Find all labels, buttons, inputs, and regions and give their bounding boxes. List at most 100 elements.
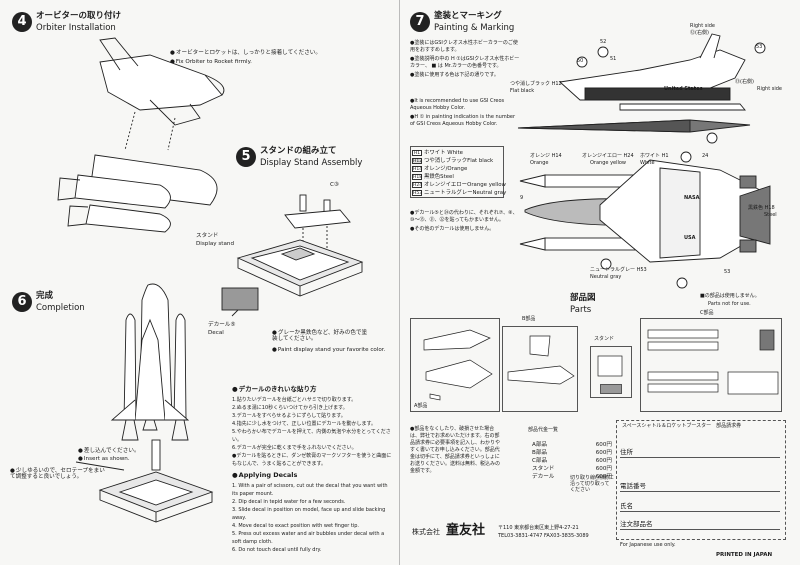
parts-decal-sheet: [600, 384, 622, 394]
callout-right-side2-jp: ⑬(右側): [735, 79, 754, 85]
left-page: 4 オービターの取り付け Orbiter Installation オービターと…: [0, 0, 400, 565]
decal-howto-steps-jp: 1.貼りたいデカールを台紙ごとハサミで切り取ります。 2.ぬるま湯に10秒くらい…: [232, 396, 392, 468]
decal-howto-title-jp: デカールのきれいな貼り方: [232, 385, 316, 393]
callout-9: 9: [520, 195, 524, 201]
decal-step-jp: 5.やわらかい布でデカールを押えて、内側の気泡や水分をとってください。: [232, 429, 391, 443]
coupon-title: スペースシャトル＆ロケットブースター 部品請求券: [622, 423, 742, 429]
decal-step-en: 4. Move decal to exact position with wet…: [232, 523, 359, 529]
step5-title-jp: スタンドの組み立て: [260, 146, 337, 156]
usa-marking: USA: [684, 235, 696, 241]
flat-black-label-jp: つや消しブラック H12: [510, 81, 562, 87]
cut-line-note: 切り取り線(点線)に沿って切り取ってください: [570, 475, 614, 493]
step6-title-jp: 完成: [36, 291, 54, 301]
printed-in-japan: PRINTED IN JAPAN: [716, 552, 773, 558]
company-tel: TEL03-3831-4747 FAX03-3835-3089: [498, 533, 589, 539]
stand-label-jp: スタンド: [196, 233, 219, 239]
paint-color-legend: [410, 146, 504, 198]
step7-title-en: Painting & Marking: [434, 23, 515, 33]
ordered-parts-field[interactable]: 注文部品名: [620, 518, 780, 530]
phone-field[interactable]: 電話番号: [620, 480, 780, 492]
callout-53b: 53: [724, 269, 731, 275]
callout-51: 51: [610, 56, 617, 62]
decal-label-jp: デカール⑤: [208, 322, 236, 328]
painting-note-jp: ●塗装にはGSIクレオス水性ホビーカラーのご使用をおすすめします。: [410, 40, 518, 53]
decal-howto-title-en: Applying Decals: [232, 471, 297, 479]
step4-number: 4: [12, 12, 32, 32]
step7-number: 7: [410, 12, 430, 32]
decal-step-jp: 4.指先に少し水をつけて、正しい位置にデカールを動かします。: [232, 421, 377, 427]
callout-right-side-jp: ⑫(右側): [690, 30, 709, 36]
company-prefix: 株式会社: [412, 528, 440, 536]
address-field[interactable]: 住所: [620, 446, 780, 458]
parts-stand-label: スタンド: [594, 336, 615, 342]
decal-howto-steps-en: 1. With a pair of scissors, cut out the …: [232, 482, 392, 554]
parts-group-b-label: B部品: [522, 316, 536, 322]
decal-step-jp: 6.デカールが完全に乾くまで手をふれないでください。: [232, 445, 357, 451]
swatch-flat-black: H12: [412, 157, 423, 164]
white-label-en: White: [640, 160, 655, 166]
decal-note-jp: ●その他のデカールは使用しません。: [410, 226, 495, 232]
steel-label-en: Steel: [764, 212, 777, 218]
callout-right-side: Right side: [690, 23, 715, 29]
swatch-neutral-gray: H53: [412, 189, 423, 196]
parts-group-a: [410, 318, 500, 412]
swatch-orange: H14: [412, 165, 423, 172]
parts-title-jp: 部品図: [570, 293, 596, 303]
name-field[interactable]: 氏名: [620, 500, 780, 512]
parts-group-b: [502, 326, 578, 412]
step4-title-jp: オービターの取り付け: [36, 11, 122, 21]
step5-number: 5: [236, 147, 256, 167]
order-coupon: [616, 420, 786, 540]
orange-label-jp: オレンジ H14: [530, 153, 562, 159]
decal-step-en: 3. Slide decal in position on model, fac…: [232, 507, 386, 521]
decal-step-en: 1. With a pair of scissors, cut out the …: [232, 483, 388, 497]
stand-assembly-illustration: [221, 194, 364, 317]
painting-note-jp: ●塗装に使用する色は下記の通りです。: [410, 72, 499, 78]
parts-unused-en: Parts not for use.: [708, 301, 751, 307]
callout-53: 53: [756, 44, 763, 50]
stand-label-en: Display stand: [196, 241, 235, 247]
step4-note-en: Fix Orbiter to Rocket firmly.: [170, 59, 252, 65]
painting-note-jp: ●塗装説明の中の H ①はGSIクレオス水性ホビーカラー、 ■ は Mr.カラー…: [410, 56, 520, 69]
parts-group-c-label: C部品: [700, 310, 714, 316]
callout-24: 24: [702, 153, 709, 159]
parts-stand: [590, 346, 632, 398]
decal-step-jp: 1.貼りたいデカールを台紙ごとハサミで切り取ります。: [232, 397, 357, 403]
parts-group-c: [640, 318, 782, 412]
company-address: 〒110 東京都台東区東上野4-27-21: [498, 525, 579, 531]
step6-title-en: Completion: [36, 303, 85, 313]
step4-title-en: Orbiter Installation: [36, 23, 116, 33]
decal-label-en: Decal: [208, 330, 224, 336]
decal-step-jp: ●デカールを貼るときに、ダンゼ軟膏のマークソフターを使うと曲面にもなじんで、うま…: [232, 453, 392, 467]
swatch-steel: H18: [412, 173, 423, 180]
neutral-gray-label-jp: ニュートラルグレー H53: [590, 267, 647, 273]
swatch-white: H1: [412, 149, 422, 156]
step5-title-en: Display Stand Assembly: [260, 158, 363, 168]
united-states-marking: United States: [664, 86, 703, 92]
completion-illustration: [75, 283, 214, 523]
decal-note-jp: ●デカール⑤と㉔の代わりに、それぞれ⑦、⑧、⑩〜⑬、㉑、㉒を貼ってもかまいません…: [410, 210, 518, 223]
flat-black-label-en: Flat black: [510, 88, 535, 94]
company-name: 童友社: [446, 523, 486, 538]
insert-note-jp: 差し込んでください。: [78, 448, 140, 454]
stand-note-jp: グレーか黒鉄色など、好みの色で塗装してください。: [272, 330, 372, 343]
swatch-orange-yellow: H24: [412, 181, 423, 188]
decal-step-jp: 3.デカールをすべらせるようにずらして貼ります。: [232, 413, 346, 419]
callout-52: 52: [600, 39, 607, 45]
parts-unused-jp: ■の部品は使用しません。: [700, 293, 760, 299]
orange-yellow-label-jp: オレンジイエロー H24: [582, 153, 634, 159]
decal-step-en: 5. Press out excess water and air bubble…: [232, 531, 385, 545]
step4-note-jp: オービターとロケットは、しっかりと接着してください。: [170, 50, 321, 56]
insert-note-en: Insert as shown.: [78, 456, 130, 462]
decal-step-en: 6. Do not touch decal until fully dry.: [232, 547, 322, 553]
